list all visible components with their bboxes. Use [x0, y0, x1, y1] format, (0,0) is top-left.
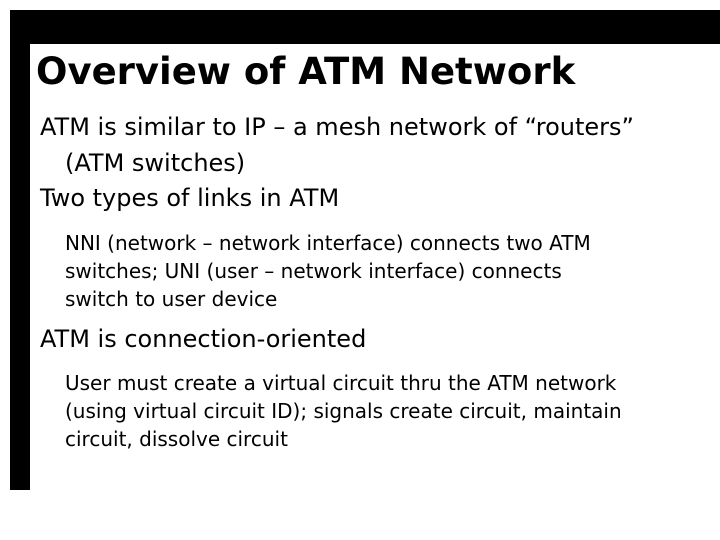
left-frame-bar [10, 10, 30, 490]
bullet-atm-similar-ip: ATM is similar to IP – a mesh network of… [40, 113, 634, 177]
sub-bullet-virtual-circuit: User must create a virtual circuit thru … [65, 371, 622, 451]
top-frame-bar [30, 10, 720, 44]
bullet-two-types-links: Two types of links in ATM [40, 184, 340, 212]
slide-title: Overview of ATM Network [36, 50, 576, 93]
sub-bullet-nni-uni: NNI (network – network interface) connec… [65, 231, 591, 311]
bullet-connection-oriented: ATM is connection-oriented [40, 325, 367, 353]
